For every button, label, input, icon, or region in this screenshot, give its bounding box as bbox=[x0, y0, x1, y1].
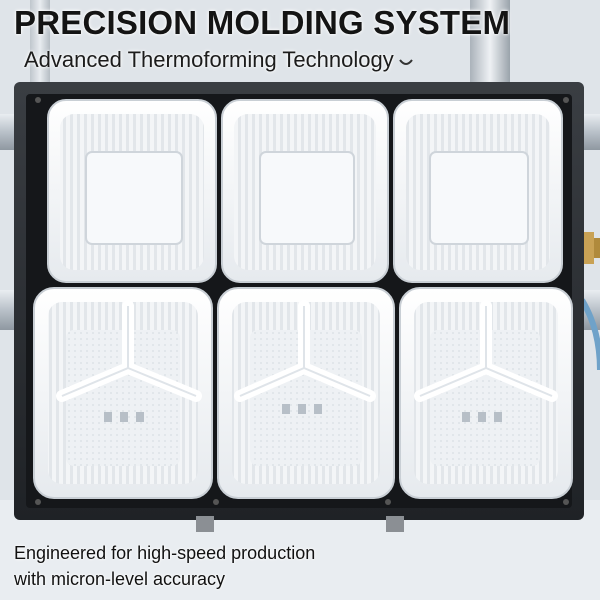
lid-cavity bbox=[221, 99, 389, 283]
page-subtitle: Advanced Thermoforming Technology bbox=[24, 47, 394, 72]
tray-cavity bbox=[217, 287, 395, 499]
pneumatic-tube bbox=[579, 298, 600, 371]
swirl-icon bbox=[399, 59, 413, 65]
caption-line-1: Engineered for high-speed production bbox=[14, 543, 316, 563]
tray-cavity bbox=[33, 287, 213, 499]
lid-cavity bbox=[393, 99, 563, 283]
caption: Engineered for high-speed production wit… bbox=[14, 540, 315, 592]
tray-cavity bbox=[399, 287, 573, 499]
lid-cavity bbox=[47, 99, 217, 283]
page-title: PRECISION MOLDING SYSTEM bbox=[14, 4, 511, 41]
caption-line-2: with micron-level accuracy bbox=[14, 569, 226, 589]
